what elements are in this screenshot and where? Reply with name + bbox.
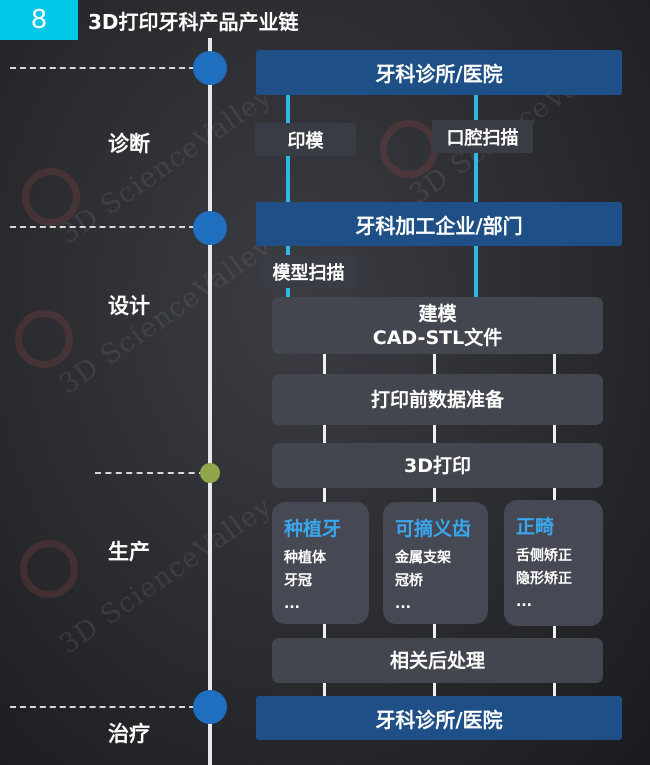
node-postprocess: 相关后处理 xyxy=(272,638,603,683)
product-item: 牙冠 xyxy=(284,573,312,589)
node-processing: 牙科加工企业/部门 xyxy=(256,202,622,246)
node-model-scan: 模型扫描 xyxy=(260,255,357,288)
timeline-node xyxy=(193,51,227,85)
node-modeling-line2: CAD-STL文件 xyxy=(372,326,503,349)
dashed-separator xyxy=(10,706,205,708)
product-card-orthodontic: 正畸 舌侧矫正 隐形矫正 ... xyxy=(504,500,603,626)
dashed-separator xyxy=(95,472,205,474)
stage-label-diagnosis: 诊断 xyxy=(108,132,150,156)
product-title: 正畸 xyxy=(516,516,555,538)
watermark: 3D ScienceValley xyxy=(53,80,278,251)
node-modeling: 建模 CAD-STL文件 xyxy=(272,297,603,354)
product-item: 种植体 xyxy=(284,550,326,566)
node-3d-print: 3D打印 xyxy=(272,443,603,488)
timeline-node-green xyxy=(200,463,220,483)
stage-label-treatment: 治疗 xyxy=(108,722,150,746)
product-item: 舌侧矫正 xyxy=(516,548,572,564)
section-number-badge: 8 xyxy=(0,0,78,40)
node-postprocess-label: 相关后处理 xyxy=(389,649,485,672)
watermark-logo-icon xyxy=(15,310,73,368)
page-title: 3D打印牙科产品产业链 xyxy=(88,10,299,34)
product-card-implant: 种植牙 种植体 牙冠 ... xyxy=(272,502,369,624)
timeline-node xyxy=(193,690,227,724)
product-title: 种植牙 xyxy=(284,518,342,540)
stage-label-production: 生产 xyxy=(108,540,150,564)
timeline-node xyxy=(193,211,227,245)
node-oral-scan: 口腔扫描 xyxy=(432,120,533,153)
product-item: 隐形矫正 xyxy=(516,571,572,587)
stage-label-design: 设计 xyxy=(108,294,150,318)
product-card-denture: 可摘义齿 金属支架 冠桥 ... xyxy=(383,502,488,624)
product-item: 冠桥 xyxy=(395,573,423,589)
node-preprint: 打印前数据准备 xyxy=(272,374,603,425)
product-item: ... xyxy=(284,596,300,612)
node-clinic-bottom: 牙科诊所/医院 xyxy=(256,696,622,740)
product-item: 金属支架 xyxy=(395,550,451,566)
node-preprint-label: 打印前数据准备 xyxy=(370,388,504,411)
timeline-axis xyxy=(208,38,212,765)
node-modeling-line1: 建模 xyxy=(418,302,457,325)
node-clinic-top: 牙科诊所/医院 xyxy=(256,50,622,95)
product-item: ... xyxy=(395,596,411,612)
watermark: 3D ScienceValley xyxy=(53,490,278,661)
watermark-logo-icon xyxy=(20,540,78,598)
dashed-separator xyxy=(10,67,205,69)
connector-line xyxy=(474,246,478,298)
node-impression: 印模 xyxy=(255,123,356,156)
watermark: 3D ScienceValley xyxy=(53,230,278,401)
node-3d-print-label: 3D打印 xyxy=(404,454,471,477)
product-title: 可摘义齿 xyxy=(395,518,472,540)
dashed-separator xyxy=(10,226,205,228)
product-item: ... xyxy=(516,594,532,610)
watermark-logo-icon xyxy=(22,168,80,226)
